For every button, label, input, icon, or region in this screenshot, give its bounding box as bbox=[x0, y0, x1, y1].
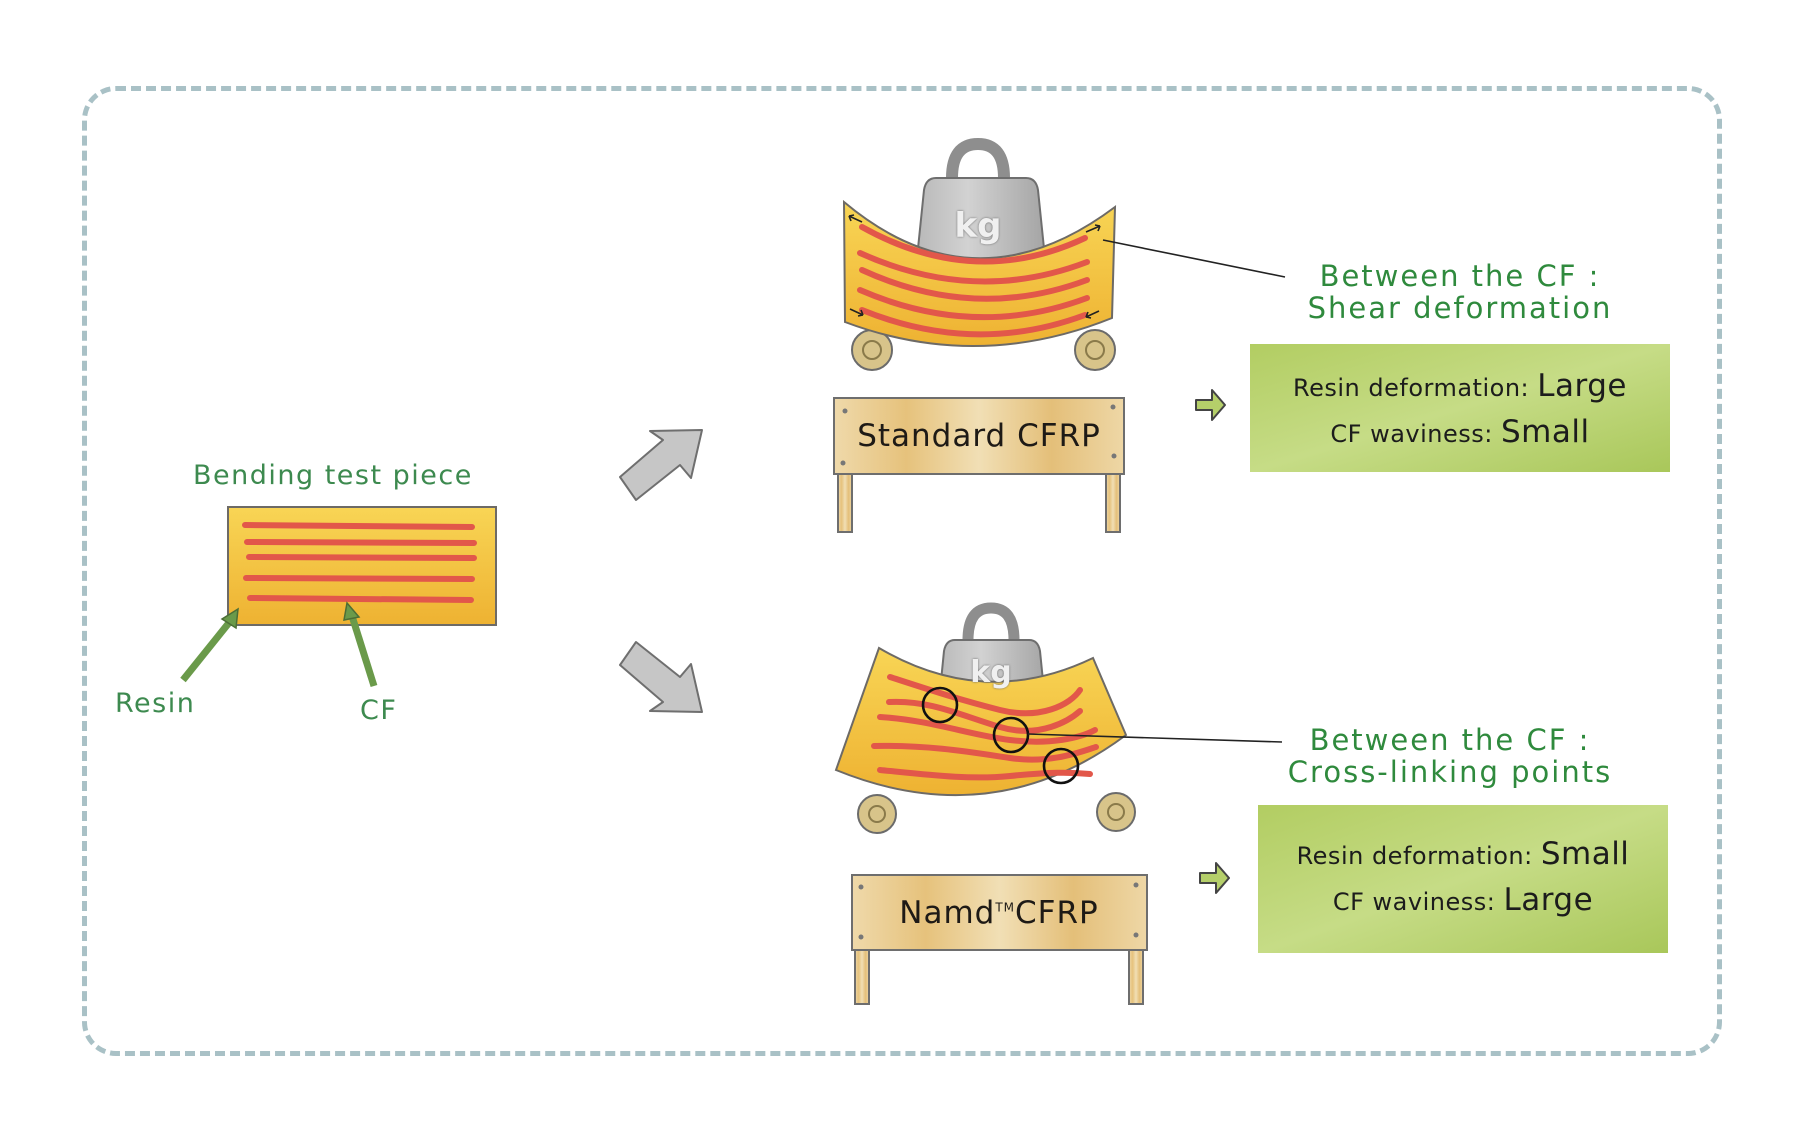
carbon-fiber bbox=[877, 714, 1098, 745]
carbon-fiber bbox=[887, 674, 1083, 717]
shear-arrow bbox=[1085, 224, 1101, 233]
shear-arrow bbox=[1085, 310, 1100, 319]
carbon-fiber bbox=[857, 250, 1090, 285]
carbon-fiber bbox=[859, 307, 1088, 338]
cf-pointer-arrow bbox=[343, 601, 378, 688]
resin-deformation-row: Resin deformation: Small bbox=[1297, 832, 1630, 878]
test-piece-title: Bending test piece bbox=[193, 460, 473, 491]
carbon-fiber bbox=[877, 767, 1093, 781]
namd-result-text: Resin deformation: Small CF waviness: La… bbox=[1297, 832, 1630, 924]
cf-waviness-row: CF waviness: Small bbox=[1293, 410, 1627, 456]
support-roller-right bbox=[1096, 792, 1136, 832]
standard-cfrp-sign-label: Standard CFRP bbox=[857, 418, 1101, 454]
cf-waviness-row: CF waviness: Large bbox=[1297, 878, 1630, 924]
resin-deformation-key: Resin deformation: bbox=[1296, 842, 1533, 870]
cross-link-circle bbox=[992, 716, 1030, 754]
resin-pointer-arrow bbox=[180, 607, 239, 683]
trademark-symbol: TM bbox=[995, 900, 1016, 915]
resin-label: Resin bbox=[115, 688, 196, 719]
cf-waviness-key: CF waviness: bbox=[1330, 420, 1493, 448]
resin-deformation-value: Large bbox=[1537, 368, 1627, 404]
standard-result-text: Resin deformation: Large CF waviness: Sm… bbox=[1293, 364, 1627, 456]
carbon-fiber bbox=[871, 742, 1099, 763]
namd-cfrp-sign-label: NamdTMCFRP bbox=[899, 895, 1098, 931]
carbon-fiber bbox=[244, 539, 477, 546]
carbon-fiber bbox=[859, 224, 1088, 265]
arrow-down-right-icon bbox=[619, 641, 703, 713]
callout-line bbox=[1102, 239, 1286, 278]
cf-waviness-key: CF waviness: bbox=[1332, 888, 1496, 916]
cross-link-circle bbox=[921, 686, 959, 724]
carbon-fiber bbox=[246, 554, 477, 561]
callout-line-1: Between the CF : bbox=[1319, 259, 1601, 293]
carbon-fiber bbox=[243, 575, 475, 582]
carbon-fiber bbox=[242, 522, 475, 530]
callout-line-2: Cross-linking points bbox=[1287, 755, 1613, 789]
resin-deformation-key: Resin deformation: bbox=[1293, 374, 1530, 402]
cf-waviness-value: Small bbox=[1501, 414, 1590, 450]
resin-deformation-value: Small bbox=[1540, 836, 1630, 872]
weight-label: kg bbox=[954, 206, 1002, 246]
namd-sign-board bbox=[851, 874, 1148, 1005]
test-piece bbox=[180, 506, 497, 688]
namd-result-box bbox=[1258, 805, 1668, 953]
support-roller-right bbox=[1074, 329, 1116, 371]
cfrp-suffix: CFRP bbox=[1015, 895, 1099, 931]
callout-line-2: Shear deformation bbox=[1307, 291, 1613, 325]
standard-result-box bbox=[1250, 344, 1670, 472]
namd-brand: Namd bbox=[899, 895, 996, 931]
result-arrow-icon bbox=[1199, 862, 1230, 894]
carbon-fibers bbox=[242, 522, 477, 603]
namd-callout: Between the CF : Cross-linking points bbox=[1288, 724, 1612, 788]
cross-linking-points bbox=[921, 686, 1080, 785]
carbon-fiber bbox=[857, 287, 1090, 321]
carbon-fiber bbox=[859, 267, 1090, 302]
support-roller-left bbox=[851, 329, 893, 371]
arrow-up-right-icon bbox=[619, 429, 703, 501]
cf-label: CF bbox=[360, 695, 398, 726]
shear-arrow bbox=[848, 214, 863, 223]
standard-bending-setup bbox=[833, 137, 1670, 533]
carbon-fiber bbox=[247, 595, 474, 603]
namd-bending-setup bbox=[834, 602, 1668, 1005]
carbon-fibers bbox=[857, 224, 1090, 338]
weight-label: kg bbox=[970, 655, 1012, 690]
shear-arrow bbox=[849, 308, 864, 317]
standard-sign-board bbox=[833, 397, 1125, 533]
support-roller-left bbox=[857, 794, 897, 834]
dashed-frame bbox=[82, 86, 1722, 1056]
resin-deformation-row: Resin deformation: Large bbox=[1293, 364, 1627, 410]
cross-link-circle bbox=[1042, 747, 1080, 785]
standard-callout: Between the CF : Shear deformation bbox=[1308, 260, 1613, 324]
cf-waviness-value: Large bbox=[1503, 882, 1594, 918]
shear-arrows bbox=[848, 214, 1101, 319]
result-arrow-icon bbox=[1195, 389, 1226, 421]
callout-line bbox=[1027, 733, 1283, 743]
callout-line-1: Between the CF : bbox=[1309, 723, 1591, 757]
